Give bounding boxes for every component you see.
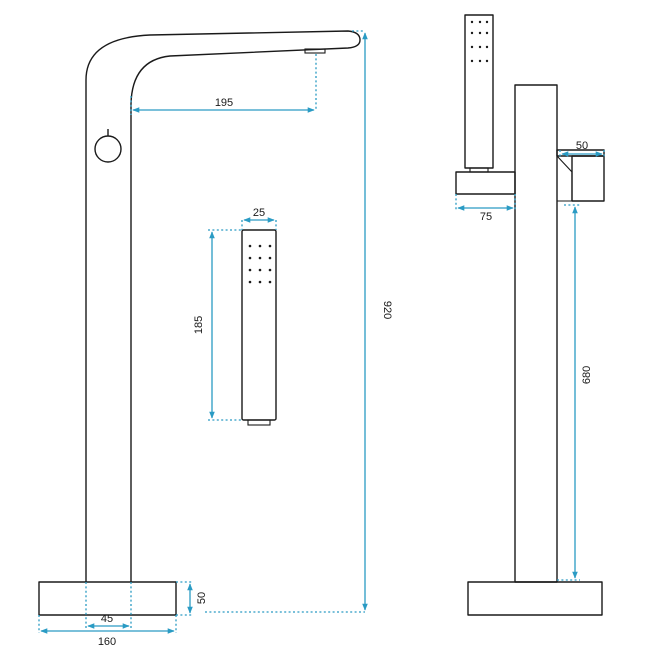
hand-shower-nozzles [248, 244, 272, 284]
label-base-width: 160 [98, 636, 116, 648]
hand-shower-detail [241, 229, 277, 426]
side-outlet-connector [571, 155, 605, 202]
label-holder-width: 50 [576, 140, 588, 152]
dimension-labels: 195 920 25 185 45 160 50 50 75 680 [98, 97, 593, 648]
front-view [38, 30, 361, 616]
faucet-base-plate [38, 581, 177, 616]
faucet-column-spout [85, 30, 361, 582]
label-spout-reach: 195 [215, 97, 233, 109]
label-hand-shower-width: 25 [253, 207, 265, 219]
label-holder-depth: 75 [480, 211, 492, 223]
side-hand-shower [464, 14, 494, 169]
hand-shower-connector [247, 419, 271, 426]
side-base-plate [467, 581, 603, 616]
side-column [514, 84, 558, 583]
label-total-height: 920 [381, 301, 393, 319]
dimension-lines [38, 30, 605, 634]
label-hand-shower-length: 185 [193, 316, 205, 334]
label-column-width: 45 [101, 613, 113, 625]
side-outlet-joint [556, 155, 573, 202]
mixer-handle [94, 135, 122, 163]
spout-aerator [304, 48, 326, 54]
label-shower-height: 680 [581, 366, 593, 384]
label-base-height: 50 [196, 592, 208, 604]
side-hand-shower-nozzles [470, 20, 489, 63]
side-view [455, 14, 605, 616]
side-holder-bracket [455, 171, 516, 195]
